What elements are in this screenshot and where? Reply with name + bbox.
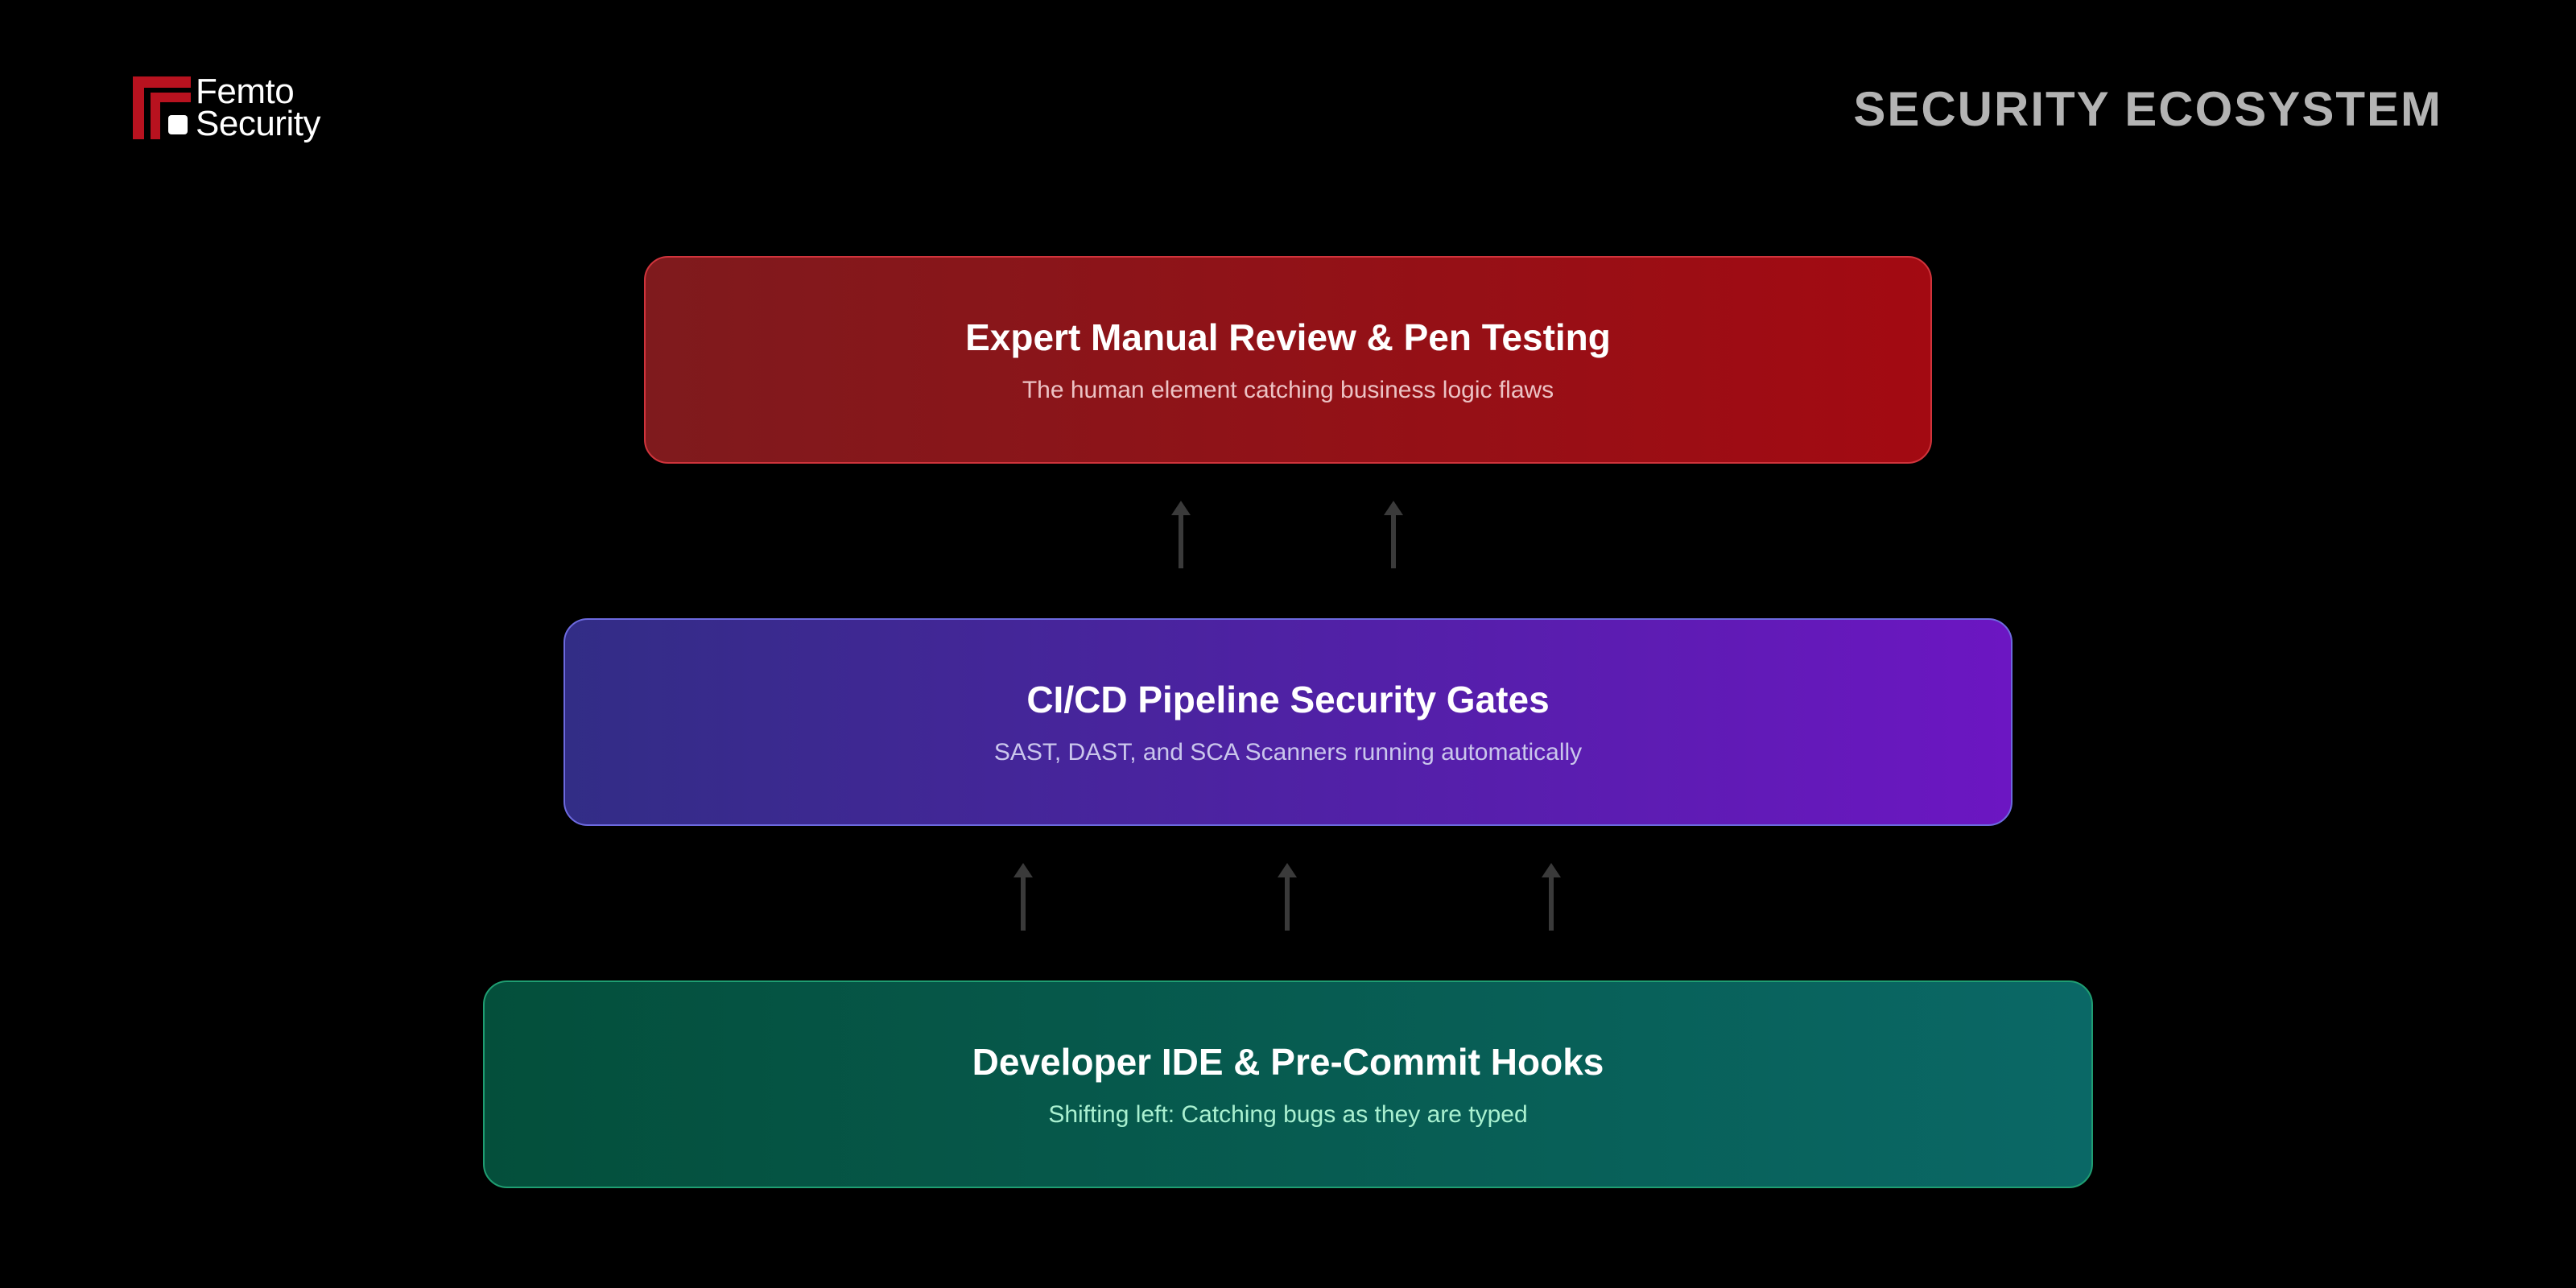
- layer-expert-review: Expert Manual Review & Pen Testing The h…: [644, 256, 1932, 464]
- arrow-up-icon: [1278, 863, 1297, 931]
- layer-title: Expert Manual Review & Pen Testing: [965, 316, 1611, 358]
- layer-subtitle: The human element catching business logi…: [1022, 377, 1554, 403]
- page-title: SECURITY ECOSYSTEM: [1853, 82, 2442, 136]
- layer-cicd-gates: CI/CD Pipeline Security Gates SAST, DAST…: [564, 618, 2013, 826]
- logo-line-1: Femto: [196, 72, 295, 111]
- layer-subtitle: Shifting left: Catching bugs as they are…: [1048, 1101, 1528, 1128]
- layer-title: CI/CD Pipeline Security Gates: [1026, 679, 1550, 720]
- logo-wordmark: Femto Security: [196, 72, 320, 143]
- femto-logo-icon: [133, 76, 191, 139]
- arrow-up-icon: [1171, 501, 1191, 568]
- layer-subtitle: SAST, DAST, and SCA Scanners running aut…: [993, 739, 1583, 766]
- layer-developer-ide: Developer IDE & Pre-Commit Hooks Shiftin…: [483, 980, 2093, 1188]
- logo-line-2: Security: [196, 104, 320, 143]
- arrow-up-icon: [1384, 501, 1403, 568]
- arrow-up-icon: [1542, 863, 1561, 931]
- brand-logo: Femto Security: [133, 74, 320, 142]
- layer-title: Developer IDE & Pre-Commit Hooks: [972, 1041, 1604, 1083]
- arrow-up-icon: [1013, 863, 1033, 931]
